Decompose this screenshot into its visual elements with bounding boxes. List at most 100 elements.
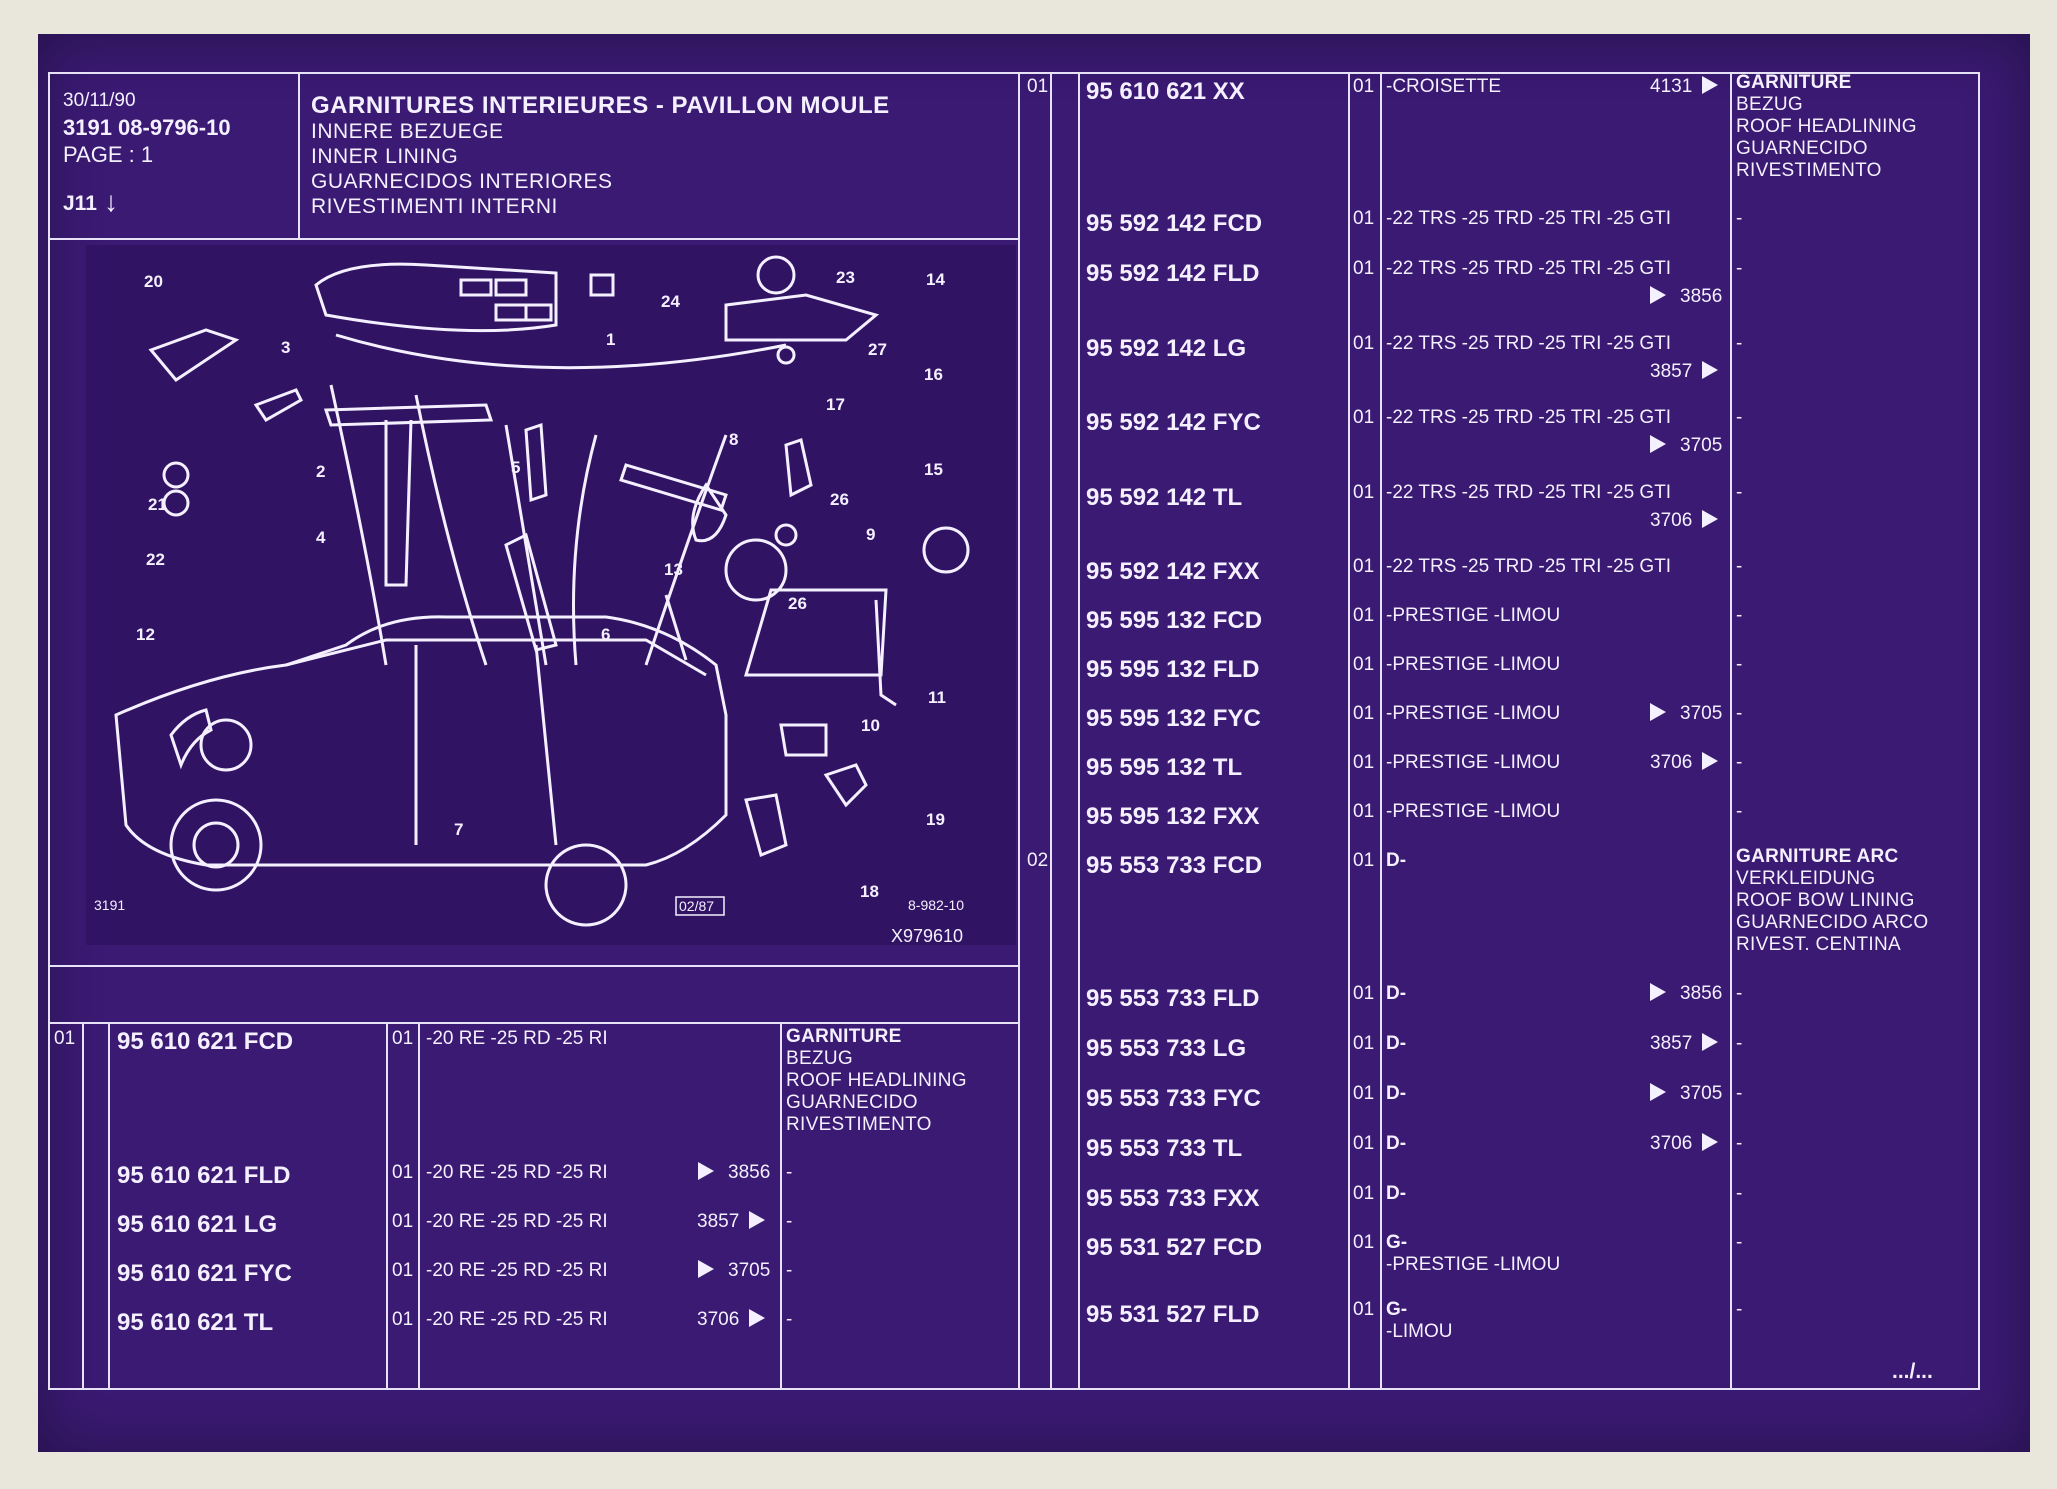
qty: 01 [392,1028,414,1049]
desc-line: GUARNECIDO ARCO [1736,912,1929,933]
part-number: 95 553 733 TL [1086,1135,1243,1162]
qty: 01 [1353,1083,1375,1104]
arrow-icon [1702,752,1718,770]
desc-line: ROOF BOW LINING [1736,890,1915,911]
desc-dash: - [1736,258,1743,279]
desc-dash: - [1736,703,1743,724]
qty: 01 [392,1309,414,1330]
diagram-label: 18 [860,882,879,901]
fitment-text: -PRESTIGE -LIMOU [1386,752,1561,773]
desc-dash: - [1736,208,1743,229]
left-col-text [418,1022,420,1390]
fitment-text: G- [1386,1299,1408,1320]
qty: 01 [1353,1299,1375,1320]
right-col-pos [1050,72,1052,1390]
desc-dash: - [1736,407,1743,428]
diagram-label: 8 [729,430,738,449]
qty: 01 [1353,1033,1375,1054]
header-line-1: INNERE BEZUEGE [311,120,504,143]
part-number: 95 610 621 FYC [117,1260,292,1287]
diagram-code: X979610 [891,926,963,945]
variant-code: 3857 [1650,1033,1693,1054]
diagram-label: 10 [861,716,880,735]
page-title: GARNITURES INTERIEURES - PAVILLON MOULE [311,92,890,119]
diagram-label: 2 [316,462,325,481]
desc-dash: - [1736,556,1743,577]
arrow-icon [1650,435,1666,453]
variant-code: 3705 [1680,435,1723,456]
variant-code: 3705 [1680,703,1723,724]
qty: 01 [1353,850,1375,871]
fitment-text: -PRESTIGE -LIMOU [1386,1254,1561,1275]
diagram-label: 11 [928,688,946,707]
part-number: 95 553 733 FXX [1086,1185,1260,1212]
down-arrow-icon: ↓ [104,186,118,217]
qty: 01 [392,1260,414,1281]
part-number: 95 531 527 FLD [1086,1301,1260,1328]
header-ref: 3191 08-9796-10 [63,115,231,140]
right-col-part [1078,72,1080,1390]
desc-dash: - [786,1162,793,1183]
arrow-icon [1702,1133,1718,1151]
part-number: 95 592 142 FLD [1086,260,1260,287]
continuation-mark: .../... [1892,1360,1933,1383]
diagram-label: 6 [601,625,610,644]
desc-line: ROOF HEADLINING [1736,116,1917,137]
desc-dash: - [1736,654,1743,675]
header-date: 30/11/90 [63,90,136,111]
qty: 01 [392,1162,414,1183]
table-pos: 02 [1027,850,1049,871]
left-col-pos [82,1022,84,1390]
qty: 01 [1353,407,1375,428]
desc-line: BEZUG [1736,94,1803,115]
variant-code: 3856 [1680,983,1723,1004]
diagram-label: 26 [788,594,807,613]
diagram-right-line [1018,72,1020,1390]
diagram-label: 16 [924,365,943,384]
diagram-label: 1 [606,330,615,349]
arrow-icon [1702,76,1718,94]
qty: 01 [392,1211,414,1232]
fitment-text: D- [1386,1183,1407,1204]
header-line-4: RIVESTIMENTI INTERNI [311,195,558,218]
fitment-text: -22 TRS -25 TRD -25 TRI -25 GTI [1386,258,1672,279]
variant-code: 3857 [1650,361,1693,382]
right-col-qty [1348,72,1350,1390]
diagram-label: 22 [146,550,165,569]
arrow-icon [1650,286,1666,304]
desc-line: ROOF HEADLINING [786,1070,967,1091]
desc-dash: - [1736,482,1743,503]
diagram-label: 19 [926,810,945,829]
arrow-icon [1702,510,1718,528]
desc-dash: - [1736,1232,1743,1253]
diagram-label: 4 [316,528,326,547]
part-number: 95 592 142 FCD [1086,210,1263,237]
diagram-label: 3 [281,338,290,357]
variant-code: 3857 [697,1211,740,1232]
description-block: GARNITURE BEZUG ROOF HEADLINING GUARNECI… [786,1026,967,1136]
qty: 01 [1353,482,1375,503]
arrow-icon [1650,703,1666,721]
fitment-text: D- [1386,1033,1407,1054]
diagram-model: 3191 [94,897,125,913]
qty: 01 [1353,556,1375,577]
fitment-text: -20 RE -25 RD -25 RI [426,1162,608,1183]
part-number: 95 610 621 XX [1086,78,1245,105]
desc-line: GUARNECIDO [786,1092,918,1113]
left-col-desc [780,1022,782,1390]
desc-dash: - [1736,1183,1743,1204]
desc-dash: - [1736,1033,1743,1054]
qty: 01 [1353,703,1375,724]
desc-dash: - [1736,983,1743,1004]
variant-code: 3705 [728,1260,771,1281]
fitment-text: D- [1386,1133,1407,1154]
arrow-icon [1702,361,1718,379]
exploded-diagram: 1 2 3 4 5 6 7 8 9 10 11 12 13 14 16 15 1… [86,245,1016,945]
fitment-text: -20 RE -25 RD -25 RI [426,1211,608,1232]
part-number: 95 595 132 FCD [1086,607,1263,634]
part-number: 95 592 142 FXX [1086,558,1260,585]
diagram-label: 12 [136,625,155,644]
variant-code: 4131 [1650,76,1693,97]
diagram-label: 23 [836,268,855,287]
variant-code: 3705 [1680,1083,1723,1104]
